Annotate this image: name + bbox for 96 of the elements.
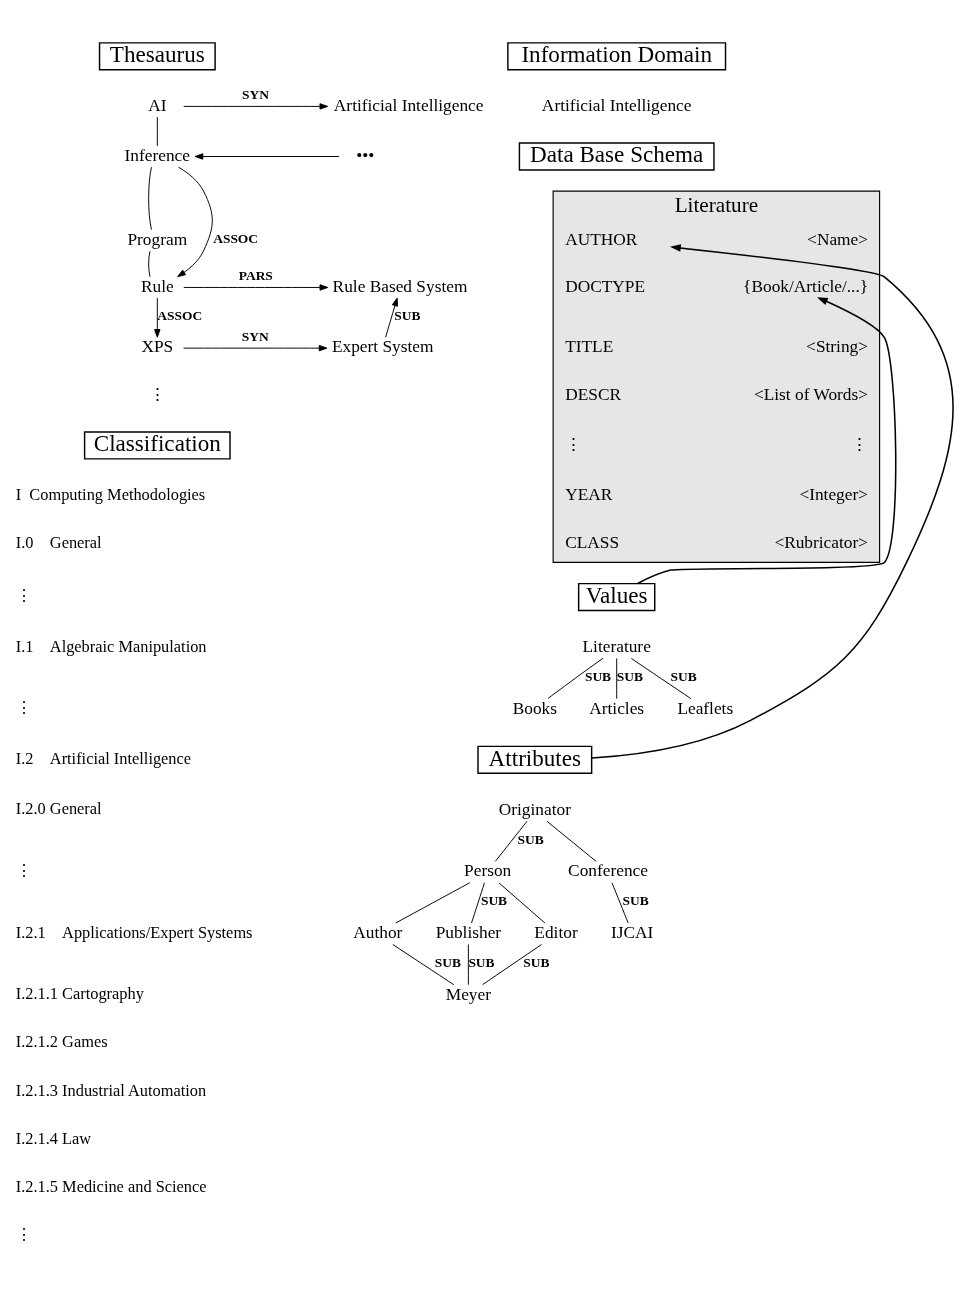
node-text: Conference: [568, 860, 648, 880]
node-text: TITLE: [565, 336, 614, 356]
node-text: <List of Words>: [753, 384, 869, 404]
node-box: Classification: [83, 430, 231, 460]
connector: [148, 166, 152, 230]
label: I.2 Artificial Intelligence: [15, 748, 192, 768]
edge-label: PARS: [238, 267, 273, 283]
node-text: Person: [464, 860, 512, 880]
edge-label: SUB: [622, 892, 649, 908]
label: I.2.1.2 Games: [15, 1031, 108, 1051]
label: I.2.1.3 Industrial Automation: [15, 1080, 207, 1100]
connector: [467, 943, 469, 985]
node-text: <Rubricator>: [774, 532, 869, 552]
connector: [616, 657, 618, 699]
arrow: [636, 296, 897, 584]
node-text: YEAR: [565, 484, 613, 504]
node-text: ⋮: [565, 434, 583, 454]
node-text: IJCAI: [610, 922, 654, 942]
node-text: •••: [356, 145, 375, 165]
arrow: [194, 152, 340, 160]
edge-label: SYN: [242, 86, 270, 102]
node-text: Artificial Intelligence: [333, 95, 484, 115]
arrow: [154, 297, 161, 338]
label: I.2.1.1 Cartography: [15, 983, 144, 1003]
node-text: Books: [512, 698, 557, 718]
edge-label: SYN: [241, 328, 269, 344]
node-text: <String>: [806, 336, 869, 356]
edge-label: ASSOC: [213, 230, 259, 246]
label: I.2.0 General: [15, 798, 102, 818]
node-text: Publisher: [435, 922, 502, 942]
node-text: Editor: [534, 922, 578, 942]
edge-label: SUB: [616, 668, 643, 684]
node-text: Leaflets: [677, 698, 734, 718]
connector: [471, 881, 485, 923]
label: ⋮: [148, 384, 166, 404]
label: I Computing Methodologies: [15, 484, 206, 504]
edge-label: SUB: [517, 831, 544, 847]
arrow: [591, 243, 954, 759]
arrow: [183, 344, 328, 351]
label: ⋮: [15, 585, 32, 605]
node-box: Data Base Schema: [518, 141, 715, 171]
label: I.0 General: [15, 532, 102, 552]
arrow: [385, 297, 399, 338]
label: I.2.1.4 Law: [15, 1128, 92, 1148]
label: ⋮: [15, 697, 32, 717]
node-box: Values: [577, 582, 656, 611]
connector: [148, 250, 151, 277]
node-text: <Integer>: [799, 484, 869, 504]
node-text: DESCR: [565, 384, 622, 404]
arrow: [183, 283, 329, 291]
node-box: Attributes: [477, 745, 593, 774]
node-text: Originator: [498, 799, 571, 819]
node-text: Program: [127, 229, 188, 249]
label: Artificial Intelligence: [541, 95, 692, 115]
node-text: CLASS: [565, 532, 620, 552]
connector: [611, 881, 629, 923]
node-text: AI: [148, 95, 167, 115]
node-text: Articles: [589, 698, 645, 718]
connector: [392, 943, 455, 985]
label: ⋮: [15, 1224, 32, 1244]
node-text: Author: [353, 922, 403, 942]
connector: [482, 943, 542, 985]
node-text: DOCTYPE: [565, 276, 646, 296]
node-text: {Book/Article/...}: [743, 276, 869, 296]
arrow: [177, 166, 213, 277]
edge-label: SUB: [670, 668, 697, 684]
node-text: <Name>: [807, 229, 869, 249]
edge-label: SUB: [434, 954, 461, 970]
node-text: AUTHOR: [565, 229, 638, 249]
node-text: Rule Based System: [332, 276, 468, 296]
connector: [547, 657, 604, 699]
edge-label: SUB: [394, 307, 421, 323]
label: ⋮: [15, 860, 32, 880]
edge-label: SUB: [523, 954, 550, 970]
node-box: Information Domain: [507, 41, 727, 71]
edge-label: SUB: [480, 892, 508, 908]
node-text: Meyer: [445, 984, 491, 1004]
node-text: Inference: [124, 145, 191, 165]
node-text: Literature: [582, 636, 651, 656]
node-box: Thesaurus: [98, 41, 216, 71]
edge-label: SUB: [584, 668, 612, 684]
label: I.1 Algebraic Manipulation: [15, 636, 207, 656]
connector: [156, 116, 158, 146]
node-text: Expert System: [331, 336, 434, 356]
node-text: Rule: [140, 276, 174, 296]
node-text: XPS: [141, 336, 174, 356]
label: I.2.1 Applications/Expert Systems: [15, 922, 253, 942]
connector: [494, 820, 528, 862]
arrow: [183, 102, 329, 110]
connector: [630, 657, 692, 699]
connector: [546, 820, 597, 862]
connector: [395, 881, 471, 923]
connector: [498, 881, 546, 923]
node-text: ⋮: [851, 434, 869, 454]
label: I.2.1.5 Medicine and Science: [15, 1176, 207, 1196]
edge-label: SUB: [468, 954, 495, 970]
